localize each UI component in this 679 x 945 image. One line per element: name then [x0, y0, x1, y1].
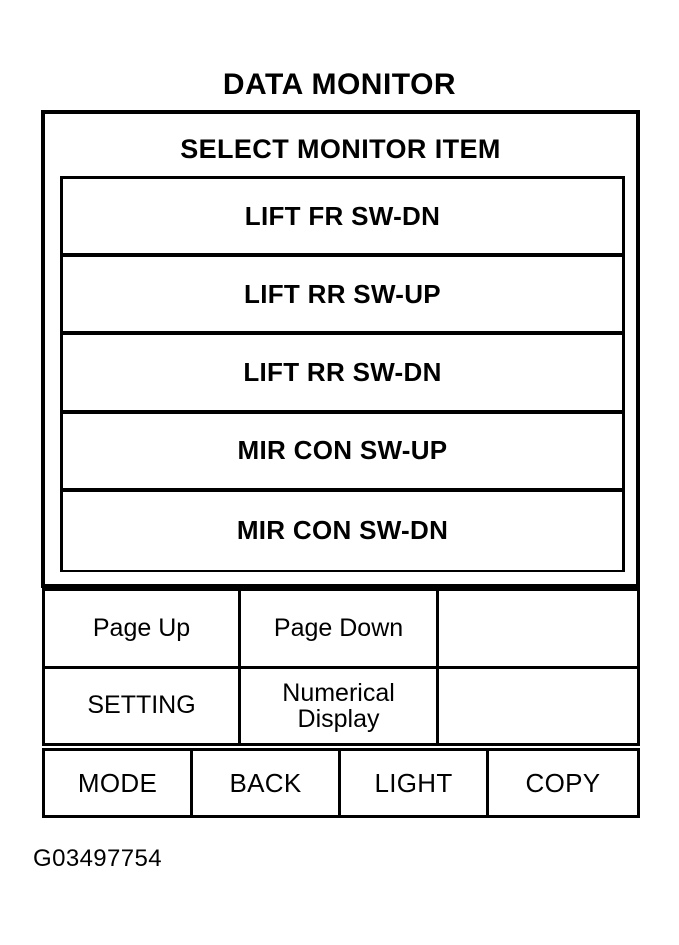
page-up-button[interactable]: Page Up	[45, 591, 242, 666]
page-down-button[interactable]: Page Down	[241, 591, 440, 666]
page-title: DATA MONITOR	[222, 68, 457, 101]
numerical-display-label: Numerical Display	[282, 680, 395, 732]
figure-caption: G03497754	[33, 845, 163, 872]
monitor-item-label: MIR CON SW-DN	[236, 515, 449, 546]
list-item[interactable]: MIR CON SW-UP	[63, 413, 622, 492]
hardware-key-row: MODE BACK LIGHT COPY	[42, 748, 640, 818]
numerical-display-line-2: Display	[297, 704, 380, 733]
function-empty-cell-top[interactable]	[439, 591, 637, 666]
monitor-item-label: LIFT RR SW-DN	[243, 356, 442, 387]
data-monitor-screen: SELECT MONITOR ITEM LIFT FR SW-DN LIFT R…	[41, 110, 640, 588]
list-item[interactable]: LIFT RR SW-UP	[63, 257, 622, 336]
function-row-top: Page Up Page Down	[45, 591, 637, 669]
panel-header: SELECT MONITOR ITEM	[180, 134, 501, 164]
list-item[interactable]: LIFT RR SW-DN	[63, 335, 622, 414]
monitor-item-label: LIFT RR SW-UP	[244, 278, 441, 309]
list-item[interactable]: MIR CON SW-DN	[63, 491, 622, 570]
numerical-display-button[interactable]: Numerical Display	[241, 668, 440, 743]
monitor-item-list: LIFT FR SW-DN LIFT RR SW-UP LIFT RR SW-D…	[60, 176, 625, 572]
list-item[interactable]: LIFT FR SW-DN	[63, 179, 622, 258]
monitor-item-label: LIFT FR SW-DN	[244, 200, 441, 231]
function-row-bottom: SETTING Numerical Display	[45, 668, 637, 746]
back-button[interactable]: BACK	[193, 751, 341, 815]
setting-button[interactable]: SETTING	[45, 668, 242, 743]
function-empty-cell-bottom[interactable]	[439, 668, 637, 743]
numerical-display-line-1: Numerical	[282, 678, 395, 707]
copy-button[interactable]: COPY	[489, 751, 637, 815]
monitor-item-label: MIR CON SW-UP	[237, 435, 448, 466]
mode-button[interactable]: MODE	[45, 751, 193, 815]
function-button-grid: Page Up Page Down SETTING Numerical Disp…	[42, 588, 640, 746]
light-button[interactable]: LIGHT	[341, 751, 489, 815]
